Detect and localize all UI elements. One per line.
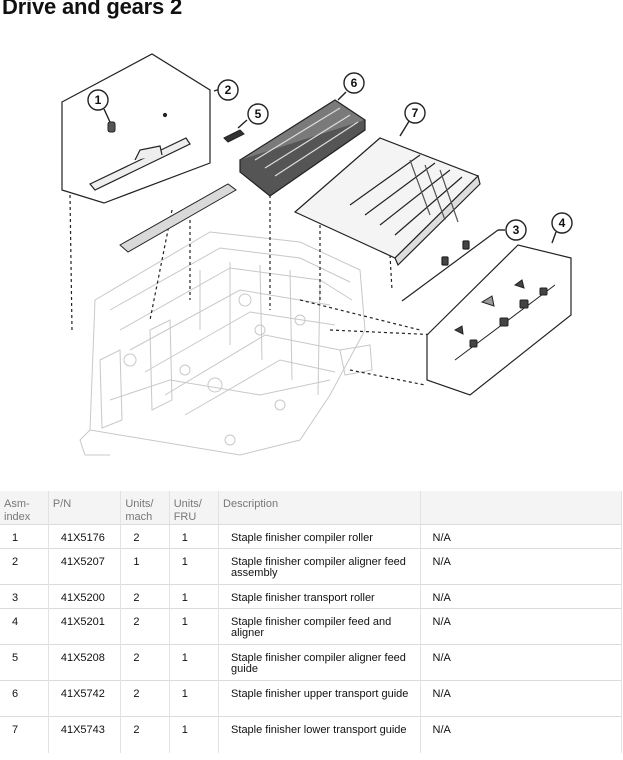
cell-description: Staple finisher compiler aligner feed gu…	[218, 644, 421, 681]
cell-asm-index: 3	[0, 584, 49, 609]
cell-note: N/A	[420, 524, 622, 549]
cell-note: N/A	[420, 716, 622, 753]
cell-units-fru: 1	[169, 608, 220, 645]
part-2-aligner-assembly	[89, 112, 191, 191]
cell-pn: 41X5207	[48, 548, 122, 585]
cell-note: N/A	[420, 548, 622, 585]
cell-pn: 41X5176	[48, 524, 122, 549]
cell-note: N/A	[420, 584, 622, 609]
exploded-parts-diagram: 1 2 5 6 7 3 4	[61, 53, 573, 456]
cell-units-mach: 2	[120, 716, 170, 753]
callout-4	[551, 212, 573, 234]
callout-4-label: 4	[559, 216, 566, 230]
callout-1-label: 1	[95, 93, 102, 107]
part-4-feed-aligner	[453, 279, 556, 361]
header-pn: P/N	[48, 491, 122, 525]
callout-6-label: 6	[351, 76, 358, 90]
cell-pn: 41X5743	[48, 716, 122, 753]
cell-pn: 41X5201	[48, 608, 122, 645]
cell-description: Staple finisher upper transport guide	[218, 680, 421, 717]
cell-units-mach: 1	[120, 548, 170, 585]
header-notes	[420, 491, 622, 525]
part-6-upper-guide	[238, 99, 367, 197]
cell-units-mach: 2	[120, 584, 170, 609]
cell-pn: 41X5200	[48, 584, 122, 609]
cell-units-mach: 2	[120, 608, 170, 645]
cell-asm-index: 6	[0, 680, 49, 717]
cell-asm-index: 2	[0, 548, 49, 585]
callout-7-label: 7	[412, 106, 419, 120]
callout-3	[505, 219, 527, 241]
cell-note: N/A	[420, 680, 622, 717]
cell-description: Staple finisher compiler aligner feed as…	[218, 548, 421, 585]
callout-2	[217, 79, 239, 101]
callout-1	[87, 89, 109, 111]
callout-7	[404, 102, 426, 124]
cell-note: N/A	[420, 644, 622, 681]
cell-asm-index: 5	[0, 644, 49, 681]
cell-units-mach: 2	[120, 680, 170, 717]
header-units-mach: Units/mach	[120, 491, 170, 525]
cell-units-mach: 2	[120, 524, 170, 549]
header-units-fru: Units/FRU	[169, 491, 220, 525]
cell-description: Staple finisher compiler roller	[218, 524, 421, 549]
header-description: Description	[218, 491, 421, 525]
cell-units-fru: 1	[169, 548, 220, 585]
cell-asm-index: 7	[0, 716, 49, 753]
finisher-frame-ghost	[79, 231, 373, 456]
cell-note: N/A	[420, 608, 622, 645]
part-2-box	[61, 53, 211, 204]
part-3-transport-roller	[401, 229, 499, 302]
cell-units-fru: 1	[169, 524, 220, 549]
header-asm-index: Asm-index	[0, 491, 49, 525]
cell-pn: 41X5742	[48, 680, 122, 717]
callout-circles	[87, 72, 573, 244]
cell-units-fru: 1	[169, 584, 220, 609]
cell-units-fru: 1	[169, 680, 220, 717]
cell-description: Staple finisher compiler feed and aligne…	[218, 608, 421, 645]
cell-description: Staple finisher transport roller	[218, 584, 421, 609]
part-4-box	[426, 244, 572, 396]
callout-6	[343, 72, 365, 94]
cell-units-fru: 1	[169, 716, 220, 753]
callout-2-label: 2	[225, 83, 232, 97]
parts-table: Asm-index P/N Units/mach Units/FRU Descr…	[0, 491, 622, 753]
cell-asm-index: 1	[0, 524, 49, 549]
parts-table-header: Asm-index P/N Units/mach Units/FRU Descr…	[0, 491, 622, 525]
page-title: Drive and gears 2	[2, 0, 183, 19]
callout-5-label: 5	[255, 107, 262, 121]
callout-5	[247, 103, 269, 125]
cell-units-mach: 2	[120, 644, 170, 681]
part-1-compiler-roller	[107, 121, 116, 133]
cell-description: Staple finisher lower transport guide	[218, 716, 421, 753]
part-5-feed-guide	[119, 129, 245, 253]
cell-asm-index: 4	[0, 608, 49, 645]
cell-pn: 41X5208	[48, 644, 122, 681]
part-7-lower-guide	[293, 137, 481, 267]
callout-3-label: 3	[513, 223, 520, 237]
cell-units-fru: 1	[169, 644, 220, 681]
